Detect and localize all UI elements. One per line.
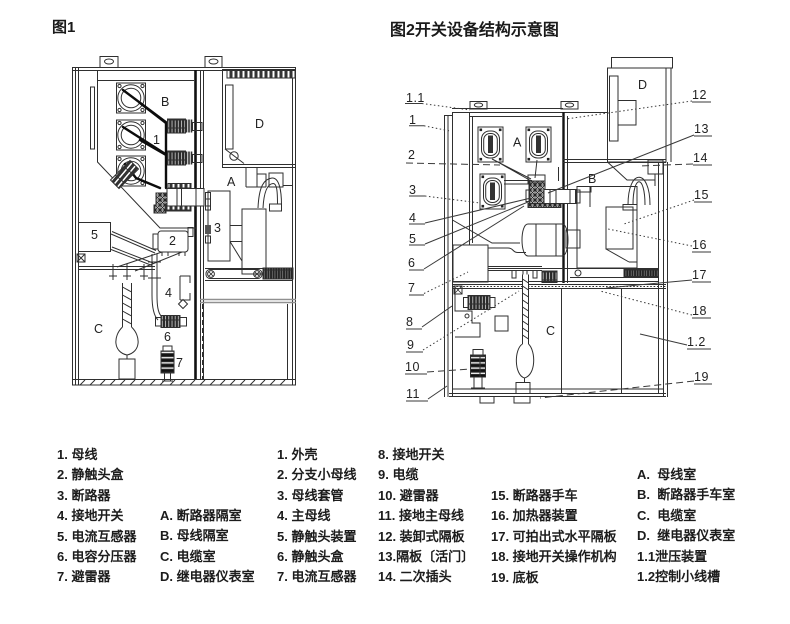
svg-text:11: 11: [406, 387, 420, 401]
svg-text:17: 17: [692, 268, 707, 282]
svg-text:5: 5: [409, 232, 416, 246]
svg-text:B: B: [161, 95, 169, 109]
svg-text:D: D: [638, 78, 648, 92]
svg-text:16: 16: [692, 238, 707, 252]
svg-text:9: 9: [407, 338, 414, 352]
svg-text:15: 15: [694, 188, 709, 202]
svg-text:C: C: [94, 322, 103, 336]
svg-text:7: 7: [176, 356, 183, 370]
svg-text:C: C: [546, 324, 556, 338]
svg-text:18: 18: [692, 304, 707, 318]
svg-text:A: A: [227, 175, 236, 189]
svg-text:19: 19: [694, 370, 709, 384]
svg-text:4: 4: [165, 286, 172, 300]
svg-text:2: 2: [169, 234, 176, 248]
svg-text:B: B: [588, 172, 597, 186]
svg-text:13: 13: [694, 122, 709, 136]
svg-text:10: 10: [405, 360, 420, 374]
svg-text:3: 3: [409, 183, 416, 197]
svg-text:8: 8: [406, 315, 413, 329]
svg-text:3: 3: [214, 221, 221, 235]
svg-text:1.1: 1.1: [406, 91, 425, 105]
svg-text:12: 12: [692, 88, 707, 102]
svg-text:5: 5: [91, 228, 98, 242]
svg-text:2: 2: [408, 148, 415, 162]
svg-text:1: 1: [153, 133, 160, 147]
svg-text:4: 4: [409, 211, 416, 225]
svg-text:D: D: [255, 117, 264, 131]
svg-text:A: A: [513, 136, 522, 150]
svg-text:6: 6: [164, 330, 171, 344]
svg-text:7: 7: [408, 281, 415, 295]
svg-text:1: 1: [409, 113, 416, 127]
svg-text:6: 6: [408, 256, 415, 270]
svg-text:1.2: 1.2: [687, 335, 706, 349]
svg-text:14: 14: [693, 151, 708, 165]
